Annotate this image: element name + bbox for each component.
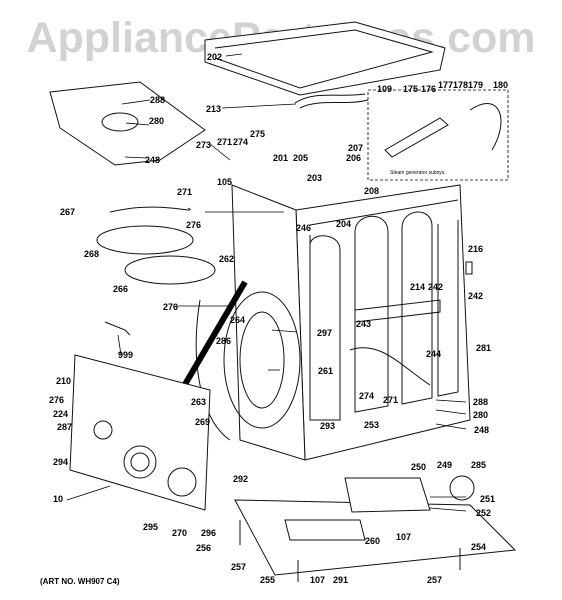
part-label: 297 xyxy=(317,328,332,338)
part-label: 257 xyxy=(231,562,246,572)
part-label: 179 xyxy=(468,80,483,90)
part-label: 257 xyxy=(427,575,442,585)
part-label: 246 xyxy=(296,223,311,233)
part-label: 276 xyxy=(163,302,178,312)
part-label: 180 xyxy=(493,80,508,90)
part-label: 276 xyxy=(186,220,201,230)
part-label: 271 xyxy=(177,187,192,197)
part-label: 252 xyxy=(476,508,491,518)
part-label: 264 xyxy=(230,315,245,325)
part-label: 248 xyxy=(145,155,160,165)
part-label: 201 xyxy=(273,153,288,163)
part-label: 254 xyxy=(471,542,486,552)
part-label: 10 xyxy=(53,494,63,504)
part-label: 249 xyxy=(437,460,452,470)
part-label: 287 xyxy=(57,422,72,432)
part-label: 273 xyxy=(196,140,211,150)
part-label: 263 xyxy=(191,397,206,407)
part-label: 255 xyxy=(260,575,275,585)
part-label: 274 xyxy=(359,391,374,401)
part-label: 280 xyxy=(149,116,164,126)
part-label: 280 xyxy=(473,410,488,420)
part-label: 260 xyxy=(365,536,380,546)
part-label: 205 xyxy=(293,153,308,163)
leader-lines xyxy=(66,53,467,512)
part-label: 175 xyxy=(403,84,418,94)
part-label: 270 xyxy=(172,528,187,538)
part-label: 248 xyxy=(474,425,489,435)
part-label: 251 xyxy=(480,494,495,504)
part-label: 267 xyxy=(60,207,75,217)
part-label: 292 xyxy=(233,474,248,484)
part-label: 107 xyxy=(310,575,325,585)
part-label: 999 xyxy=(118,350,133,360)
part-label: 269 xyxy=(195,417,210,427)
part-label: 261 xyxy=(318,366,333,376)
part-label: 281 xyxy=(476,343,491,353)
part-label: 291 xyxy=(333,575,348,585)
part-label: 256 xyxy=(196,543,211,553)
part-label: 105 xyxy=(217,177,232,187)
part-label: 207 xyxy=(348,143,363,153)
part-label: 203 xyxy=(307,173,322,183)
part-label: 271 xyxy=(383,395,398,405)
part-label: 216 xyxy=(468,244,483,254)
part-label: 213 xyxy=(206,104,221,114)
art-number: (ART NO. WH907 C4) xyxy=(40,577,120,586)
part-label: 107 xyxy=(396,532,411,542)
part-label: 276 xyxy=(49,395,64,405)
part-label: 243 xyxy=(356,319,371,329)
part-label: 288 xyxy=(473,397,488,407)
part-label: 274 xyxy=(233,137,248,147)
washer-cabinet-drawing xyxy=(49,21,517,582)
part-label: 275 xyxy=(250,129,265,139)
part-label: 109 xyxy=(377,84,392,94)
part-label: 204 xyxy=(336,219,351,229)
part-label: 210 xyxy=(56,376,71,386)
part-label: 253 xyxy=(364,420,379,430)
part-label: 286 xyxy=(216,336,231,346)
part-label: 296 xyxy=(201,528,216,538)
part-label: 285 xyxy=(471,460,486,470)
inset-note: Steam generator subsys. xyxy=(390,170,446,176)
part-label: 295 xyxy=(143,522,158,532)
part-label: 271 xyxy=(217,137,232,147)
part-label: 176 xyxy=(421,84,436,94)
part-number-labels: 202 213 109 175 176 177 178 179 180 288 … xyxy=(49,52,508,585)
part-label: 242 xyxy=(428,282,443,292)
part-label: 294 xyxy=(53,457,68,467)
part-label: 262 xyxy=(219,254,234,264)
part-label: 293 xyxy=(320,421,335,431)
part-label: 177 xyxy=(438,80,453,90)
part-label: 266 xyxy=(113,284,128,294)
part-label: 208 xyxy=(364,186,379,196)
part-label: 268 xyxy=(84,249,99,259)
part-label: 214 xyxy=(410,282,425,292)
part-label: 202 xyxy=(207,52,222,62)
part-label: 250 xyxy=(411,462,426,472)
part-label: 206 xyxy=(346,153,361,163)
part-label: 242 xyxy=(468,291,483,301)
part-label: 224 xyxy=(53,409,68,419)
part-label: 288 xyxy=(150,95,165,105)
part-label: 178 xyxy=(453,80,468,90)
part-label: 244 xyxy=(426,349,441,359)
